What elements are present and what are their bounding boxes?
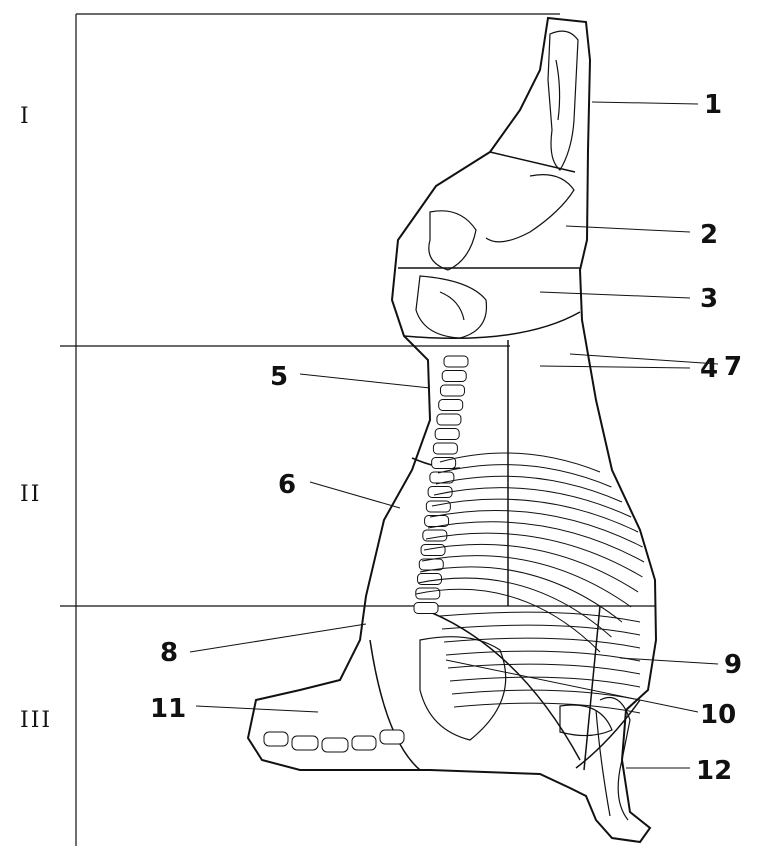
rib	[422, 556, 631, 607]
callout-10: 10	[700, 700, 736, 730]
rib	[430, 510, 643, 547]
rib	[432, 499, 638, 532]
section-label-II: II	[20, 482, 41, 507]
leader-3	[540, 292, 690, 298]
neck-vertebra	[322, 738, 348, 752]
hind-limb-bones	[416, 31, 578, 338]
pelvis-socket	[440, 292, 464, 320]
callout-2: 2	[700, 220, 718, 250]
lower-rib	[448, 664, 640, 674]
vertebra	[440, 385, 464, 396]
cut-rump-loin	[404, 312, 580, 338]
leader-7	[570, 354, 718, 364]
vertebra	[442, 371, 466, 382]
femur	[486, 175, 574, 242]
rib	[424, 544, 638, 592]
lower-rib	[450, 677, 640, 687]
lower-rib	[440, 612, 640, 622]
leader-9	[620, 658, 718, 664]
lower-rib	[444, 638, 640, 648]
humerus-head	[560, 705, 612, 736]
callout-6: 6	[278, 470, 296, 500]
rib	[420, 567, 622, 622]
ribs	[416, 453, 644, 713]
callout-5: 5	[270, 362, 288, 392]
leader-2	[566, 226, 690, 232]
hock-bone	[548, 31, 578, 170]
vertebra	[444, 356, 468, 367]
vertebra-stack	[414, 356, 468, 614]
hock-bone-inner	[556, 60, 560, 120]
section-label-III: III	[20, 708, 52, 733]
callout-9: 9	[724, 650, 742, 680]
callout-7: 7	[724, 352, 742, 382]
pelvis-upper	[429, 211, 476, 270]
lower-rib	[452, 690, 640, 700]
vertebra	[414, 603, 438, 614]
callout-12: 12	[696, 756, 732, 786]
callout-11: 11	[150, 694, 186, 724]
neck-vertebra	[292, 736, 318, 750]
ulna	[596, 710, 610, 816]
rib	[438, 465, 611, 487]
neck-vertebrae	[264, 730, 404, 752]
cut-neck-chuck	[370, 640, 420, 770]
callout-4: 4	[700, 354, 718, 384]
neck-vertebra	[264, 732, 288, 746]
leader-4	[540, 366, 690, 368]
leader-8	[190, 624, 366, 652]
neck-vertebra	[352, 736, 376, 750]
leader-11	[196, 706, 318, 712]
vertebra	[433, 443, 457, 454]
vertebra	[439, 400, 463, 411]
leader-6	[310, 482, 400, 508]
leader-5	[300, 374, 430, 388]
callout-3: 3	[700, 284, 718, 314]
lower-rib	[442, 625, 640, 635]
cut-shank-round	[490, 152, 575, 172]
lower-rib	[446, 651, 640, 661]
vertebra	[426, 501, 450, 512]
vertebra	[437, 414, 461, 425]
leader-1	[592, 102, 698, 104]
callout-8: 8	[160, 638, 178, 668]
vertebra	[435, 429, 459, 440]
callout-1: 1	[704, 90, 722, 120]
cut-brisket-vertical	[584, 606, 600, 770]
pelvis-lower	[416, 276, 486, 338]
rib	[440, 453, 600, 472]
rib	[426, 533, 643, 577]
vertebrae	[414, 356, 468, 614]
neck-vertebra	[380, 730, 404, 744]
section-label-I: I	[20, 104, 31, 129]
